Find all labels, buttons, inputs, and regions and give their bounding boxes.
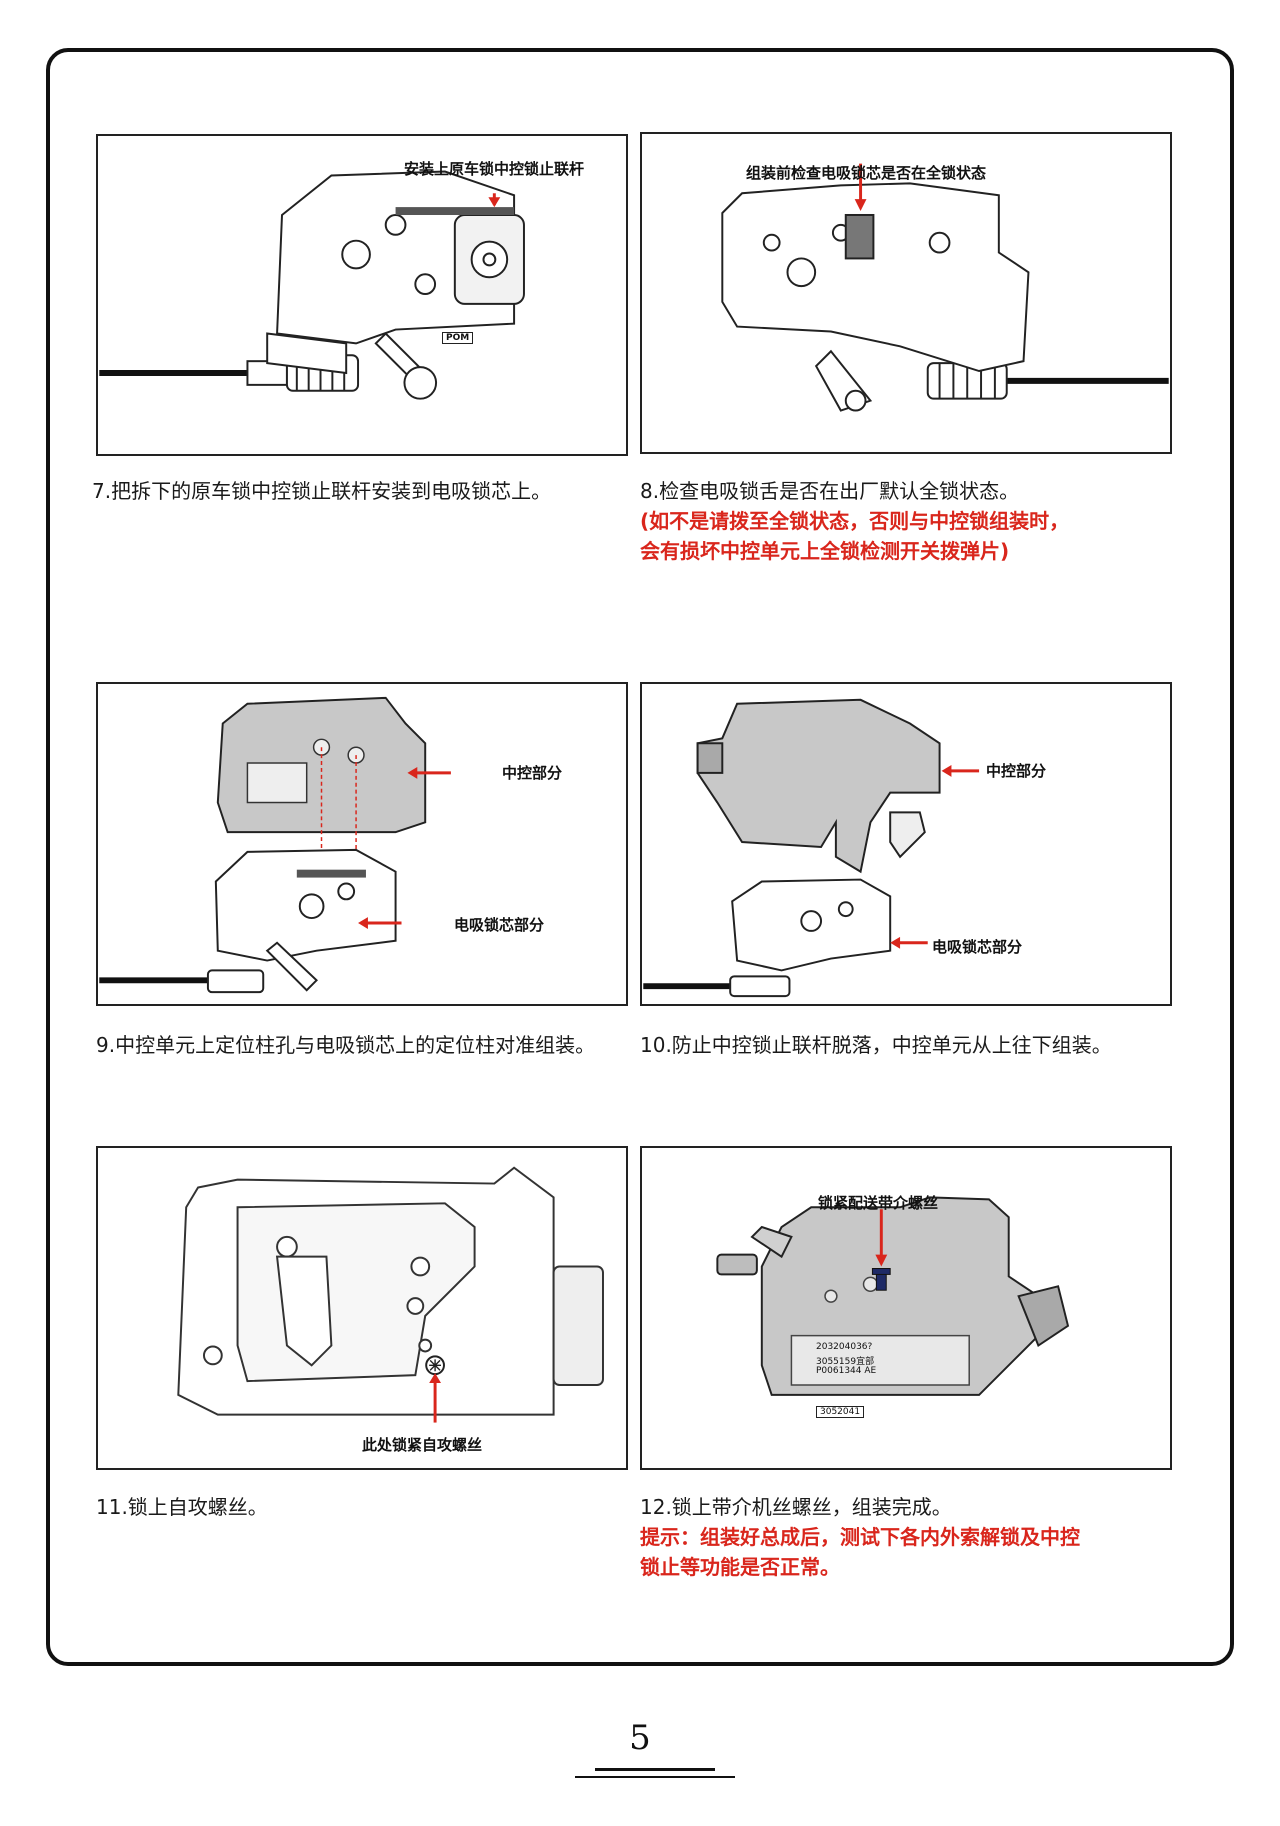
step7-caption: 7.把拆下的原车锁中控锁止联杆安装到电吸锁芯上。 (92, 479, 552, 503)
step8-lock-drawing (721, 163, 1169, 412)
step8-callout: 组装前检查电吸锁芯是否在全锁状态 (746, 164, 987, 182)
step8-caption: 8.检查电吸锁舌是否在出厂默认全锁状态。 (640, 479, 1020, 503)
step11-lock-drawing (177, 1166, 604, 1423)
step12-part-label-4: 3052041 (816, 1406, 865, 1418)
step10-illustration: 中控部分 电吸锁芯部分 (640, 682, 1172, 1006)
step9-illustration: 中控部分 电吸锁芯部分 (96, 682, 628, 1006)
step7-part-label: POM (442, 332, 474, 344)
step12-illustration: 锁紧配送带介螺丝 P0061344 AE 3055159宜部 203204036… (640, 1146, 1172, 1470)
step12-part-label-1: P0061344 AE (816, 1366, 877, 1376)
step11-callout: 此处锁紧自攻螺丝 (362, 1436, 483, 1454)
page-number-underline-2 (575, 1776, 735, 1778)
step9-assembly-drawing (99, 696, 451, 994)
step12-callout: 锁紧配送带介螺丝 (818, 1194, 939, 1212)
step9-callout-control: 中控部分 (502, 764, 563, 782)
step10-callout-control: 中控部分 (986, 762, 1047, 780)
step12-note-line2: 锁止等功能是否正常。 (640, 1555, 840, 1579)
step9-callout-core: 电吸锁芯部分 (454, 916, 545, 934)
page-number-underline (595, 1768, 715, 1771)
page-number: 5 (629, 1718, 651, 1758)
step10-caption: 10.防止中控锁止联杆脱落，中控单元从上往下组装。 (640, 1033, 1112, 1057)
step12-caption: 12.锁上带介机丝螺丝，组装完成。 (640, 1495, 952, 1519)
step10-callout-core: 电吸锁芯部分 (932, 938, 1023, 956)
step7-illustration: 安装上原车锁中控锁止联杆 POM (96, 134, 628, 456)
step7-lock-drawing (99, 170, 525, 400)
step12-part-label-3: 203204036? (816, 1342, 873, 1352)
step10-assembly-drawing (643, 698, 980, 998)
step11-illustration: 此处锁紧自攻螺丝 (96, 1146, 628, 1470)
step7-callout: 安装上原车锁中控锁止联杆 (404, 160, 585, 178)
step8-illustration: 组装前检查电吸锁芯是否在全锁状态 (640, 132, 1172, 454)
step12-assembly-drawing (716, 1196, 1070, 1396)
page-frame (46, 48, 1234, 1666)
step11-caption: 11.锁上自攻螺丝。 (96, 1495, 268, 1519)
step8-note-line2: 会有损坏中控单元上全锁检测开关拨弹片) (640, 539, 1010, 563)
step8-note-line1: (如不是请拨至全锁状态，否则与中控锁组装时， (640, 509, 1070, 533)
step12-note-line1: 提示：组装好总成后，测试下各内外索解锁及中控 (640, 1525, 1080, 1549)
step9-caption: 9.中控单元上定位柱孔与电吸锁芯上的定位柱对准组装。 (96, 1033, 596, 1057)
step12-part-label-2: 3055159宜部 (816, 1357, 875, 1367)
